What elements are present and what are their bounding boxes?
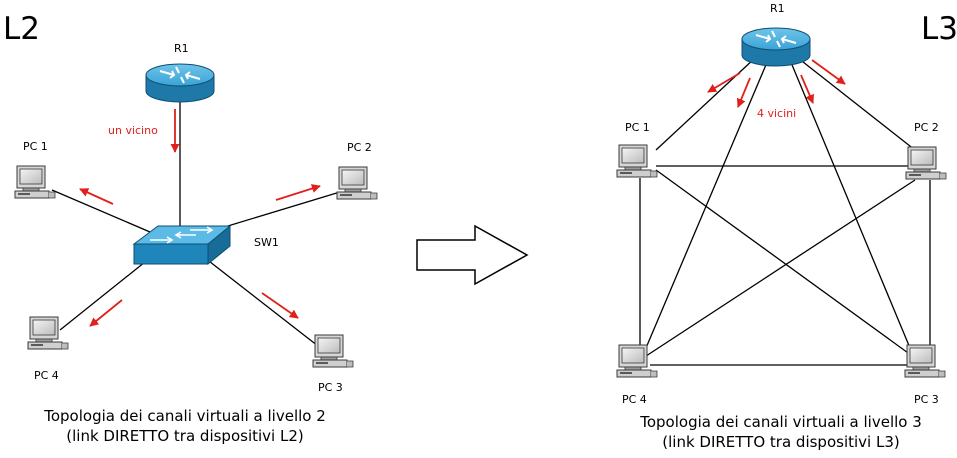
- l2-caption-line2: (link DIRETTO tra dispositivi L2): [66, 427, 303, 445]
- arrow-to-pc4: [89, 299, 123, 327]
- l3-caption-line2: (link DIRETTO tra dispositivi L3): [662, 433, 899, 451]
- link-sw1-pc3: [204, 257, 319, 347]
- arrow-to-pc2: [275, 184, 321, 201]
- l3-heading: L3: [921, 11, 957, 47]
- l3-pc3-icon: [904, 344, 946, 378]
- l3-pc4-icon: [616, 344, 658, 378]
- link-sw1-pc2: [207, 191, 341, 233]
- link-r1-pc3: [789, 59, 916, 361]
- link-sw1-pc4: [59, 261, 146, 331]
- pc1-icon: [14, 165, 56, 199]
- l2-heading: L2: [3, 11, 40, 47]
- pc4-label: PC 4: [34, 369, 59, 382]
- l3-topology: L3 R1 4 vicini PC 1 PC 2 PC 3 PC 4 Topol…: [616, 2, 957, 451]
- l2-annotation: un vicino: [108, 124, 158, 137]
- arrow-l3-pc1: [707, 72, 741, 93]
- arrow-l3-pc2: [811, 59, 846, 85]
- arrow-l3-pc3: [800, 74, 814, 104]
- arrow-to-pc3: [261, 292, 299, 319]
- l3-pc3-label: PC 3: [914, 393, 939, 406]
- l2-caption-line1: Topologia dei canali virtuali a livello …: [43, 407, 326, 425]
- l3-pc4-label: PC 4: [622, 393, 647, 406]
- l3-annotation: 4 vicini: [757, 107, 796, 120]
- router-r1-icon: [145, 63, 215, 103]
- link-pc2-pc4: [642, 179, 916, 359]
- pc3-label: PC 3: [318, 381, 343, 394]
- pc3-icon: [312, 334, 354, 368]
- pc4-icon: [27, 316, 69, 350]
- l3-pc1-icon: [616, 144, 658, 178]
- arrow-to-pc1: [79, 188, 114, 205]
- l3-pc2-label: PC 2: [914, 121, 939, 134]
- l3-router-label: R1: [770, 2, 785, 15]
- switch-sw1-label: SW1: [254, 236, 279, 249]
- transform-arrow-icon: [416, 224, 529, 286]
- l3-pc1-label: PC 1: [625, 121, 650, 134]
- pc1-label: PC 1: [23, 140, 48, 153]
- switch-sw1-icon: [132, 224, 232, 266]
- link-sw1-pc1: [51, 189, 151, 233]
- l3-pc2-icon: [905, 146, 947, 180]
- l2-topology: L2 R1 un vicino SW1 PC: [3, 11, 378, 445]
- link-r1-pc2: [797, 57, 916, 151]
- router-r1-label: R1: [174, 42, 189, 55]
- link-r1-pc4: [642, 59, 769, 356]
- pc2-icon: [336, 166, 378, 200]
- arrow-l3-pc4: [736, 77, 751, 108]
- router-r1-icon: [741, 27, 811, 67]
- pc2-label: PC 2: [347, 141, 372, 154]
- l3-caption-line1: Topologia dei canali virtuali a livello …: [639, 413, 922, 431]
